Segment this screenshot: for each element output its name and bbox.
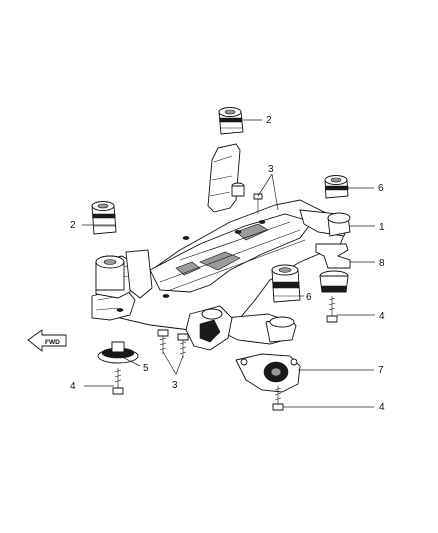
callout-3-lower: 3 (172, 380, 178, 391)
bolt-4-left (112, 368, 124, 395)
callout-2-left: 2 (70, 220, 76, 231)
callout-2-top: 2 (266, 115, 272, 126)
mount-bracket-7 (235, 353, 301, 393)
bolt-3-lower-right (177, 333, 189, 358)
front-crossmember (91, 143, 351, 351)
callout-4-right-upper: 4 (379, 311, 385, 322)
callout-8: 8 (379, 258, 385, 269)
callout-6-mid: 6 (306, 292, 312, 303)
arrow-left-icon (27, 329, 67, 352)
callout-3-upper: 3 (268, 164, 274, 175)
fwd-label: FWD (45, 339, 60, 346)
callout-6-upper: 6 (378, 183, 384, 194)
leader-lines (82, 119, 375, 408)
frame-tower-bushing (231, 182, 245, 197)
forward-direction-arrow: FWD (27, 329, 67, 352)
callout-4-right-lower: 4 (379, 402, 385, 413)
callout-labels: 2 2 3 6 1 8 6 4 5 7 3 4 4 (70, 115, 385, 413)
callout-5: 5 (143, 363, 149, 374)
callout-7: 7 (378, 365, 384, 376)
bolt-3-lower-left (157, 329, 169, 354)
bushing-6-mid-right (271, 264, 301, 303)
bolt-4-right-upper (326, 296, 338, 323)
frame-bushing-left-large (95, 255, 125, 291)
bolt-4-right-lower (272, 386, 284, 411)
bracket-8 (315, 243, 351, 293)
bushing-2-left (91, 201, 117, 235)
callout-4-left: 4 (70, 381, 76, 392)
bushing-2-top (218, 107, 244, 135)
isolator-mount-5 (97, 341, 139, 364)
callout-1: 1 (379, 222, 385, 233)
bushing-6-upper-right (324, 175, 349, 199)
